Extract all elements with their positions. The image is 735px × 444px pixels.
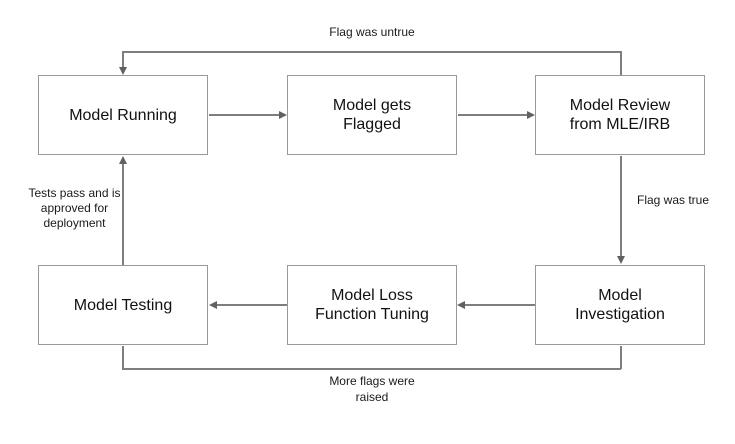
arrowhead-left-icon: [457, 301, 465, 309]
edge-more-flags-right-segment: [620, 346, 622, 369]
node-model-review-label: Model Review from MLE/IRB: [569, 97, 671, 133]
node-model-testing-label: Model Testing: [73, 296, 173, 314]
arrowhead-down-icon: [617, 256, 625, 264]
node-model-loss-function-tuning[interactable]: Model Loss Function Tuning: [287, 265, 457, 345]
edge-review-to-investigation-segment: [620, 156, 622, 257]
edge-running-to-flagged-segment: [209, 114, 280, 116]
node-model-loss-function-tuning-label: Model Loss Function Tuning: [315, 287, 429, 323]
edge-label-tests-pass: Tests pass and is approved for deploymen…: [28, 186, 121, 230]
node-model-investigation[interactable]: Model Investigation: [535, 265, 705, 345]
edge-testing-to-running-segment: [122, 164, 124, 265]
arrowhead-right-icon: [279, 111, 287, 119]
edge-investigation-to-loss-segment: [465, 304, 535, 306]
edge-flag-untrue-left-segment: [122, 51, 124, 68]
edge-label-more-flags: More flags were raised: [329, 374, 415, 404]
edge-label-flag-was-untrue: Flag was untrue: [329, 25, 415, 39]
arrowhead-up-icon: [119, 156, 127, 164]
node-model-gets-flagged-label: Model gets Flagged: [332, 97, 412, 133]
edge-more-flags-bottom-segment: [122, 368, 621, 370]
edge-flag-untrue-right-segment: [620, 51, 622, 75]
edge-loss-to-testing-segment: [217, 304, 287, 306]
edge-more-flags-left-segment: [122, 346, 124, 369]
node-model-gets-flagged[interactable]: Model gets Flagged: [287, 75, 457, 155]
node-model-testing[interactable]: Model Testing: [38, 265, 208, 345]
node-model-review[interactable]: Model Review from MLE/IRB: [535, 75, 705, 155]
arrowhead-down-icon: [119, 67, 127, 75]
edge-flag-untrue-top-segment: [122, 51, 621, 53]
node-model-running-label: Model Running: [69, 106, 177, 124]
arrowhead-left-icon: [209, 301, 217, 309]
node-model-investigation-label: Model Investigation: [575, 287, 665, 323]
node-model-running[interactable]: Model Running: [38, 75, 208, 155]
arrowhead-right-icon: [527, 111, 535, 119]
edge-label-flag-was-true: Flag was true: [637, 193, 710, 207]
edge-flagged-to-review-segment: [458, 114, 528, 116]
